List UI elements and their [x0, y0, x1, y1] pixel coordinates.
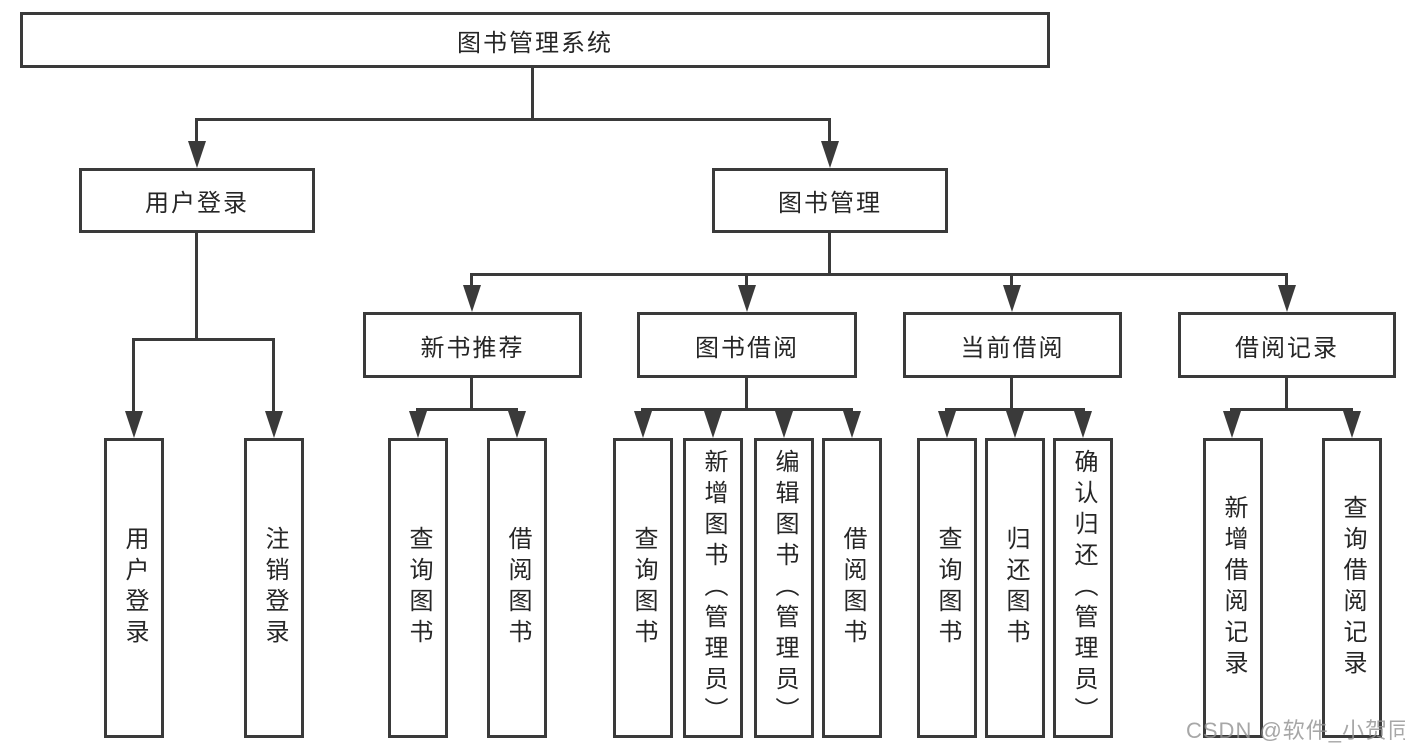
node-current-borrow: 当前借阅: [903, 312, 1122, 378]
leaf-borrow-book-1: 借阅图书: [487, 438, 547, 738]
arrowhead-down-icon: [634, 411, 652, 438]
connector-line: [828, 233, 831, 273]
arrowhead-down-icon: [508, 411, 526, 438]
leaf-logout: 注销登录: [244, 438, 304, 738]
connector-line: [470, 273, 1288, 276]
connector-line: [195, 118, 831, 121]
connector-line: [132, 341, 135, 411]
leaf-add-borrow-record: 新增借阅记录: [1203, 438, 1263, 738]
connector-line: [272, 341, 275, 411]
connector-line: [641, 408, 853, 411]
leaf-query-borrow-record: 查询借阅记录: [1322, 438, 1382, 738]
connector-line: [416, 408, 518, 411]
node-book-management: 图书管理: [712, 168, 948, 233]
arrowhead-down-icon: [188, 141, 206, 168]
connector-line: [470, 276, 473, 286]
arrowhead-down-icon: [1074, 411, 1092, 438]
connector-line: [745, 276, 748, 286]
connector-line: [1285, 378, 1288, 408]
arrowhead-down-icon: [821, 141, 839, 168]
leaf-add-book-admin: 新增图书（管理员）: [683, 438, 743, 738]
connector-line: [745, 378, 748, 408]
arrowhead-down-icon: [1278, 285, 1296, 312]
connector-line: [945, 408, 1085, 411]
arrowhead-down-icon: [409, 411, 427, 438]
arrowhead-down-icon: [125, 411, 143, 438]
arrowhead-down-icon: [738, 285, 756, 312]
leaf-return-book: 归还图书: [985, 438, 1045, 738]
node-new-book-recommend: 新书推荐: [363, 312, 582, 378]
node-borrow-records: 借阅记录: [1178, 312, 1396, 378]
arrowhead-down-icon: [265, 411, 283, 438]
watermark: CSDN @软件_小贺同学: [1186, 718, 1405, 743]
node-book-borrow: 图书借阅: [637, 312, 857, 378]
leaf-confirm-return-admin: 确认归还（管理员）: [1053, 438, 1113, 738]
arrowhead-down-icon: [704, 411, 722, 438]
leaf-query-book-1: 查询图书: [388, 438, 448, 738]
connector-line: [828, 121, 831, 143]
leaf-query-book-2: 查询图书: [613, 438, 673, 738]
connector-line: [531, 68, 534, 118]
arrowhead-down-icon: [463, 285, 481, 312]
arrowhead-down-icon: [938, 411, 956, 438]
leaf-user-login: 用户登录: [104, 438, 164, 738]
node-library-system: 图书管理系统: [20, 12, 1050, 68]
connector-line: [470, 378, 473, 408]
connector-line: [132, 338, 275, 341]
arrowhead-down-icon: [1223, 411, 1241, 438]
arrowhead-down-icon: [775, 411, 793, 438]
leaf-borrow-book-2: 借阅图书: [822, 438, 882, 738]
connector-line: [1230, 408, 1353, 411]
arrowhead-down-icon: [843, 411, 861, 438]
arrowhead-down-icon: [1003, 285, 1021, 312]
connector-line: [195, 121, 198, 143]
leaf-edit-book-admin: 编辑图书（管理员）: [754, 438, 814, 738]
connector-line: [195, 233, 198, 338]
leaf-query-book-3: 查询图书: [917, 438, 977, 738]
arrowhead-down-icon: [1343, 411, 1361, 438]
connector-line: [1010, 276, 1013, 286]
connector-line: [1010, 378, 1013, 408]
node-user-login: 用户登录: [79, 168, 315, 233]
arrowhead-down-icon: [1006, 411, 1024, 438]
connector-line: [1285, 276, 1288, 286]
